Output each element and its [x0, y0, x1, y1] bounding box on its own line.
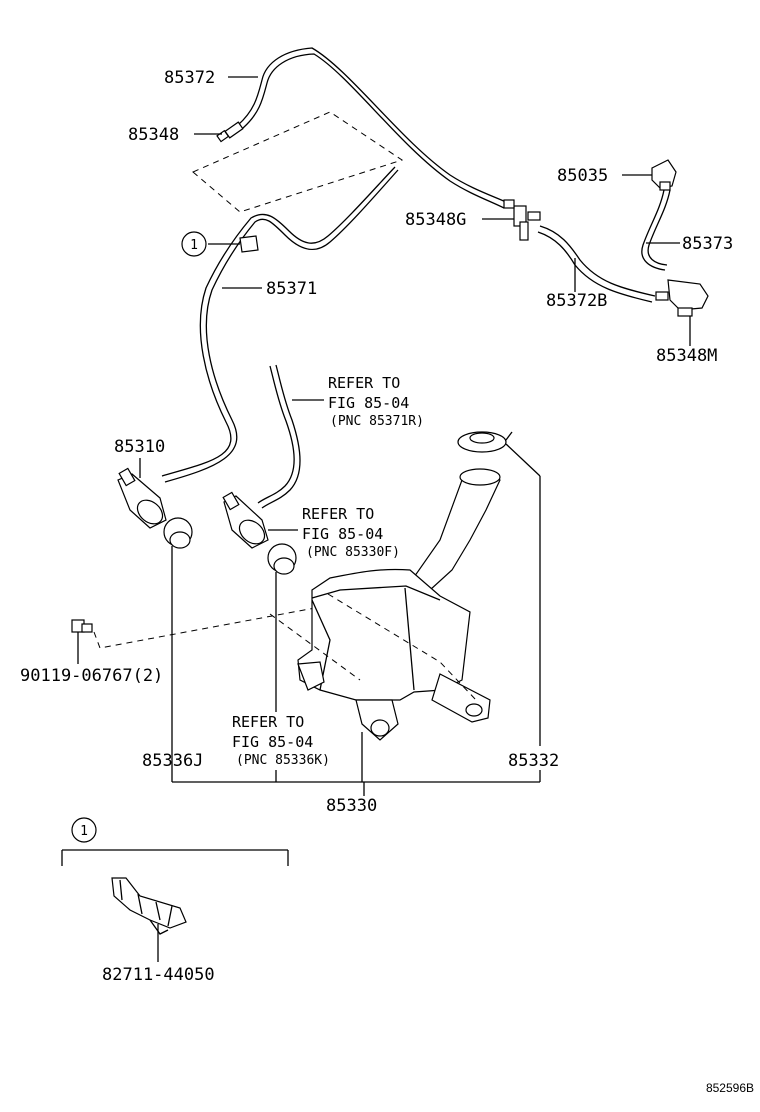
callout-circle-bottom — [71, 817, 97, 843]
label-85330: 85330 — [326, 796, 377, 816]
bolt-90119 — [71, 619, 93, 633]
hose-85373 — [641, 189, 666, 271]
washer-tank-85330 — [269, 468, 501, 741]
grommet-85336K — [267, 543, 297, 575]
refer-note-85330F: REFER TO FIG 85-04 (PNC 85330F) — [302, 505, 400, 560]
refer-note-85330F-line3: (PNC 85330F) — [306, 545, 400, 560]
hose-85371-inner — [161, 166, 396, 477]
label-85348: 85348 — [128, 125, 179, 145]
callout-circle-top — [181, 231, 207, 257]
refer-note-85371R-line2: FIG 85-04 — [328, 394, 409, 412]
leader-lines — [61, 76, 691, 962]
label-85310: 85310 — [114, 437, 165, 457]
hose-85371R-inner — [257, 365, 295, 504]
label-85035: 85035 — [557, 166, 608, 186]
refer-note-85330F-line1: REFER TO — [302, 505, 374, 523]
hose-85372B — [539, 225, 656, 297]
hose-85372-inner — [242, 53, 505, 209]
callout-1-top: 1 — [190, 238, 198, 253]
refer-note-85371R: REFER TO FIG 85-04 (PNC 85371R) — [328, 374, 424, 429]
label-85372: 85372 — [164, 68, 215, 88]
label-85336J: 85336J — [142, 751, 203, 771]
refer-note-85371R-line3: (PNC 85371R) — [330, 414, 424, 429]
label-82711-44050: 82711-44050 — [102, 965, 215, 985]
refer-note-85330F-line2: FIG 85-04 — [302, 525, 383, 543]
refer-note-85336K-line2: FIG 85-04 — [232, 733, 313, 751]
refer-note-85336K-line1: REFER TO — [232, 713, 304, 731]
label-85332: 85332 — [508, 751, 559, 771]
refer-note-85336K: REFER TO FIG 85-04 (PNC 85336K) — [232, 713, 330, 768]
hose-85371R — [261, 364, 301, 509]
clamp-82711 — [111, 877, 187, 935]
refer-note-85336K-line3: (PNC 85336K) — [236, 753, 330, 768]
label-85371: 85371 — [266, 279, 317, 299]
joint-85348M — [655, 279, 709, 317]
hose-85373-inner — [647, 189, 671, 266]
joint-85348G — [503, 199, 541, 241]
callout-1-bottom: 1 — [80, 824, 88, 839]
label-85348G: 85348G — [405, 210, 466, 230]
washer-pump-85330F — [222, 491, 269, 549]
label-85372B: 85372B — [546, 291, 607, 311]
tank-cap-85332 — [457, 431, 513, 453]
label-85373: 85373 — [682, 234, 733, 254]
label-90119-06767: 90119-06767(2) — [20, 666, 163, 686]
hose-85372 — [237, 47, 507, 203]
hose-clamp — [239, 235, 259, 253]
nozzle-85035 — [651, 159, 677, 191]
bolt-dashed-line — [93, 607, 316, 649]
grommet-85336J — [163, 517, 193, 549]
joint-85348 — [216, 121, 244, 143]
nozzle-outline-dashed — [192, 111, 404, 213]
washer-pump-85310 — [117, 467, 167, 529]
refer-note-85371R-line1: REFER TO — [328, 374, 400, 392]
figure-code: 852596B — [706, 1081, 754, 1095]
label-85348M: 85348M — [656, 346, 717, 366]
